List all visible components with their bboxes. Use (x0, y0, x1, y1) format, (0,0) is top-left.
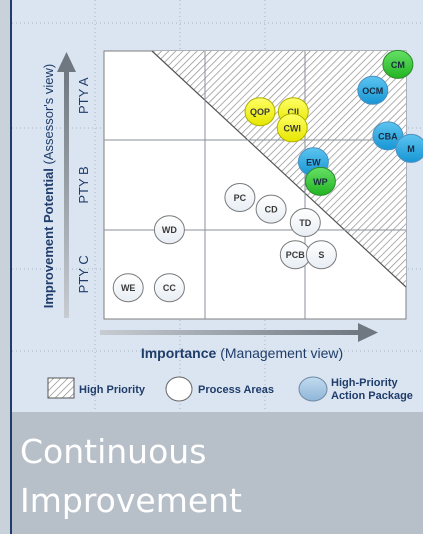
point-marker (305, 240, 337, 270)
point-marker (153, 215, 185, 245)
point-label: CD (265, 205, 278, 215)
point-marker (372, 121, 404, 151)
point-marker (382, 49, 414, 79)
point-cwi: CWI (276, 113, 308, 143)
priority-diagonal (151, 50, 407, 288)
point-label: CII (288, 107, 300, 117)
y-tick-label: PTY B (76, 166, 91, 203)
point-marker (304, 166, 336, 196)
plot-grid (104, 51, 406, 319)
data-points: CM OCM QOP CII CWI CBA M EW WP PC CD TD WD PCB S WE CC (112, 49, 423, 303)
x-axis-arrow (100, 323, 378, 342)
point-label: OCM (362, 86, 383, 96)
point-label: WD (162, 225, 177, 235)
point-label: M (407, 144, 415, 154)
legend-label-action-package: High-Priority Action Package (331, 377, 413, 402)
legend: High Priority Process Areas High-Priorit… (47, 376, 413, 402)
x-axis-title: Importance (Management view) (141, 345, 343, 361)
x-axis-title-normal: (Management view) (216, 345, 343, 361)
point-we: WE (112, 273, 144, 303)
point-label: CBA (378, 131, 398, 141)
point-label: CWI (283, 123, 301, 133)
x-axis-title-bold: Importance (141, 345, 217, 361)
point-cc: CC (153, 273, 185, 303)
point-qop: QOP (244, 97, 276, 127)
point-marker (357, 75, 389, 105)
y-tick-label: PTY A (76, 77, 91, 114)
y-axis-title-normal: (Assessor's view) (41, 64, 56, 168)
point-label: WE (121, 283, 136, 293)
point-label: EW (306, 157, 321, 167)
point-s: S (305, 240, 337, 270)
point-wd: WD (153, 215, 185, 245)
y-axis-title-bold: Improvement Potential (41, 168, 56, 308)
legend-hatch-swatch (47, 377, 75, 399)
point-marker (153, 273, 185, 303)
caption-line-2: Improvement (20, 481, 242, 520)
point-pcb: PCB (279, 240, 311, 270)
point-cba: CBA (372, 121, 404, 151)
point-label: TD (299, 218, 311, 228)
legend-process-area-swatch (165, 376, 193, 402)
legend-label-high-priority: High Priority (79, 384, 146, 396)
point-marker (276, 113, 308, 143)
y-axis-arrow (57, 52, 76, 318)
point-label: WP (313, 177, 328, 187)
y-tick-label: PTY C (76, 255, 91, 293)
point-marker (224, 183, 256, 212)
point-marker (289, 208, 321, 237)
point-marker (244, 97, 276, 127)
legend-label-process-areas: Process Areas (198, 384, 274, 396)
point-cm: CM (382, 49, 414, 79)
legend-label-action-package-line1: High-Priority (331, 377, 398, 389)
point-label: PC (234, 193, 247, 203)
point-m: M (395, 133, 423, 163)
y-tick-labels: PTY A PTY B PTY C (76, 77, 91, 293)
y-axis-title: Improvement Potential (Assessor's view) (41, 64, 56, 308)
point-label: S (318, 250, 324, 260)
caption-panel (10, 412, 423, 534)
point-label: QOP (250, 107, 270, 117)
point-wp: WP (304, 166, 336, 196)
point-label: CC (163, 283, 176, 293)
legend-label-action-package-line2: Action Package (331, 390, 413, 402)
legend-action-package-swatch (298, 376, 328, 402)
priority-chart: Improvement Potential (Assessor's view) … (12, 0, 423, 412)
point-marker (395, 133, 423, 163)
caption-line-1: Continuous (20, 432, 207, 471)
point-cd: CD (255, 194, 287, 224)
point-marker (255, 194, 287, 224)
point-label: PCB (286, 250, 306, 260)
point-label: CM (391, 60, 405, 70)
point-td: TD (289, 208, 321, 237)
point-pc: PC (224, 183, 256, 212)
point-ocm: OCM (357, 75, 389, 105)
point-marker (112, 273, 144, 303)
